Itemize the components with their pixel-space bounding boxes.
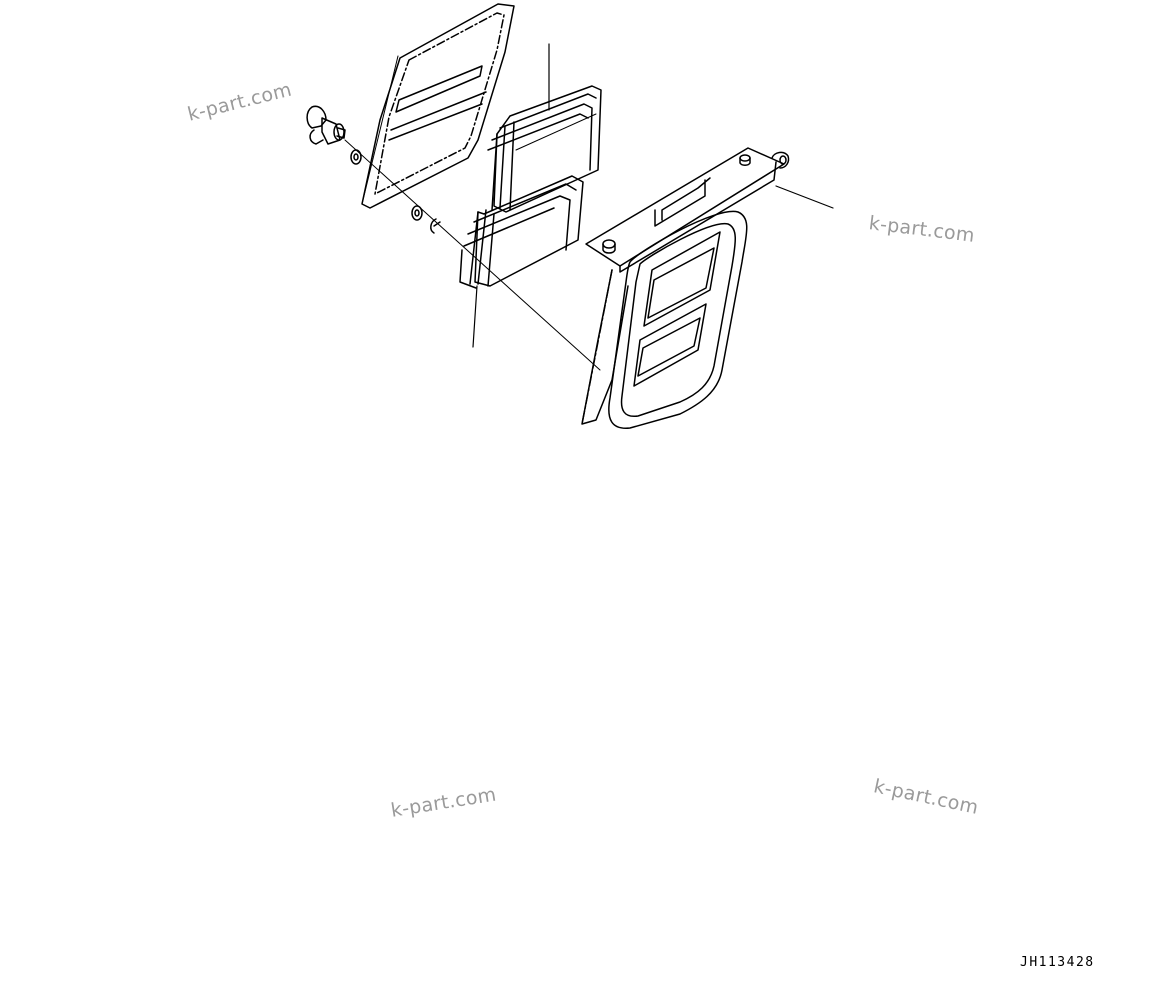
leader-line-right [775,185,834,209]
wing-bolt [306,105,346,145]
drawing-code-label: JH113428 [1020,955,1095,970]
washer-upper [350,149,362,165]
inlet-housing [581,147,790,429]
leader-line-bottom [472,285,478,348]
washer-lower [411,205,423,221]
filter-element-lower [459,175,584,289]
rear-guard-frame [361,3,515,209]
filter-element-upper [487,85,602,213]
clip [430,218,441,234]
